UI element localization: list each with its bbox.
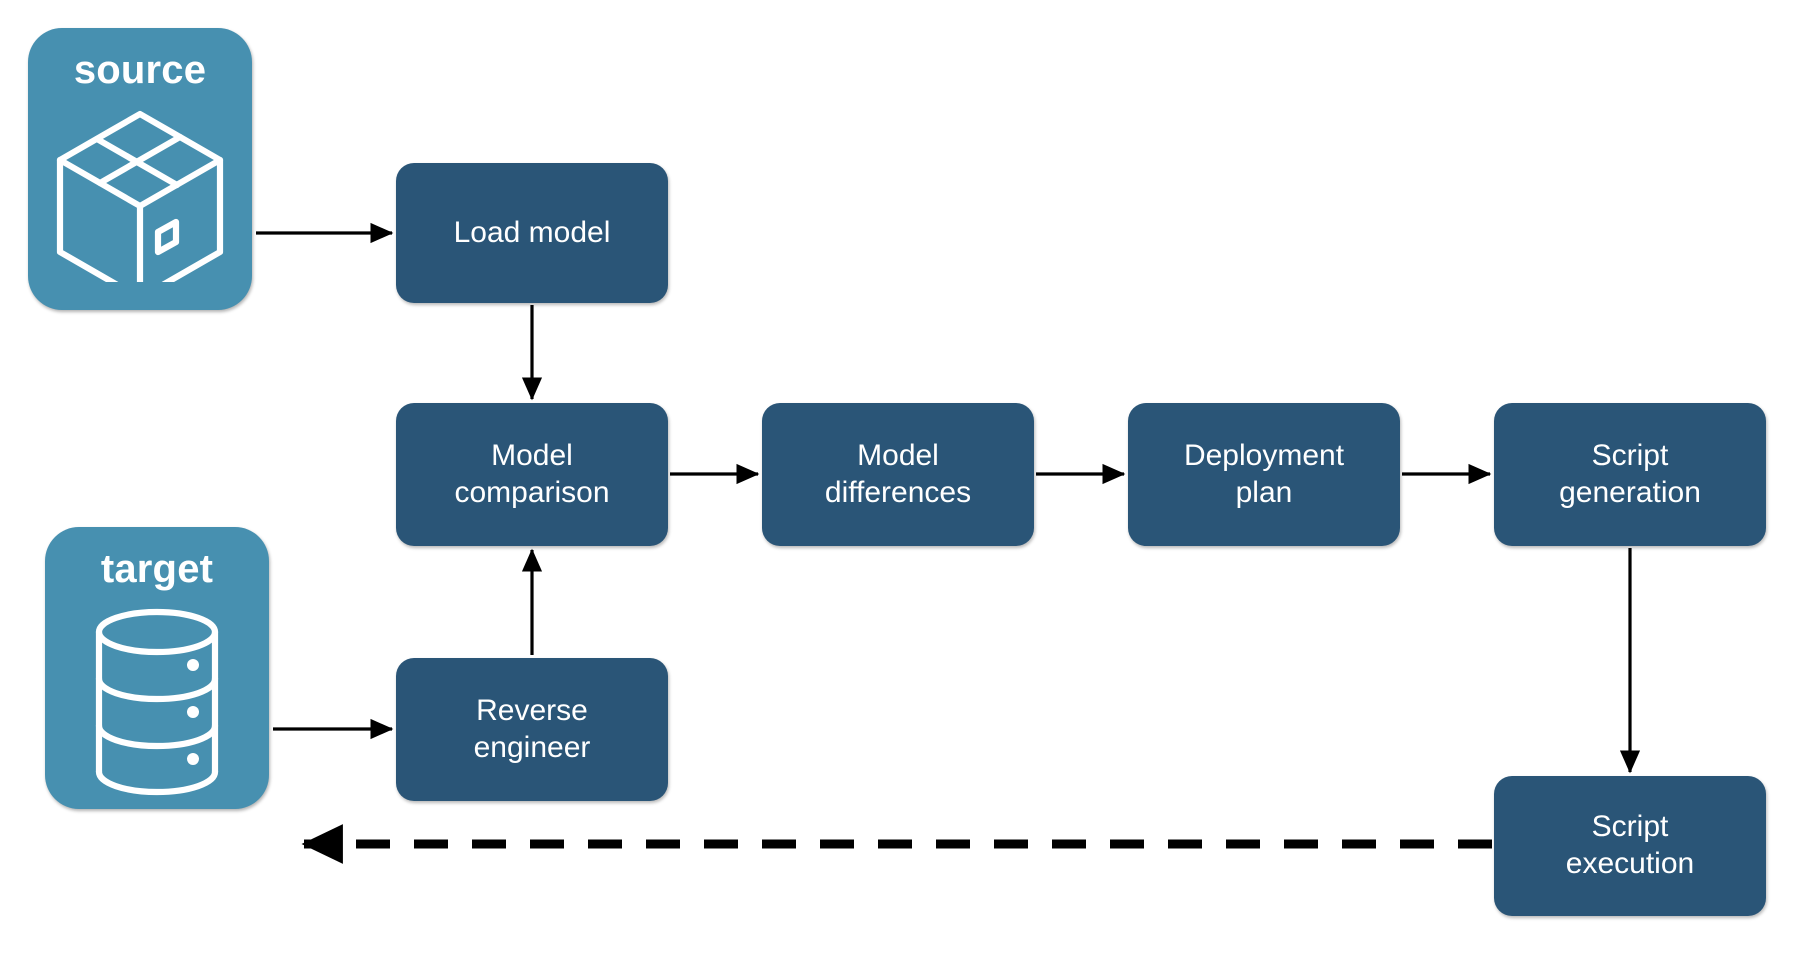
label-line-1: Model (857, 438, 939, 472)
process-box-label-deployment-plan: Deployment plan (1184, 438, 1344, 511)
label-line-2: comparison (454, 475, 610, 509)
label-line-2: engineer (473, 730, 591, 764)
endpoint-label-target: target (100, 547, 214, 591)
process-box-model-comparison[interactable]: Model comparison (396, 403, 668, 546)
endpoint-card-source[interactable]: source (28, 28, 252, 310)
label-line-2: generation (1559, 475, 1701, 509)
label-line-2: differences (824, 475, 972, 509)
label-line-2: execution (1565, 847, 1695, 880)
process-box-label-model-differences: Model differences (825, 438, 971, 511)
process-box-label-model-comparison: Model comparison (454, 438, 609, 511)
process-box-script-generation[interactable]: Script generation (1494, 403, 1766, 546)
process-box-load-model[interactable]: Load model (396, 163, 668, 303)
label-line-1: Script (1591, 810, 1669, 844)
process-box-script-execution[interactable]: Script execution (1494, 776, 1766, 916)
process-box-model-differences[interactable]: Model differences (762, 403, 1034, 546)
process-box-label-load-model: Load model (453, 215, 611, 249)
process-box-deployment-plan[interactable]: Deployment plan (1128, 403, 1400, 546)
database-cylinder-icon (95, 608, 219, 796)
package-box-icon (56, 110, 224, 282)
endpoint-label-source: source (73, 48, 207, 92)
process-box-reverse-engineer[interactable]: Reverse engineer (396, 658, 668, 801)
process-box-label-script-generation: Script generation (1559, 438, 1701, 511)
label-line-1: Script (1591, 438, 1669, 472)
label-line-1: Deployment (1183, 438, 1345, 472)
process-box-label-reverse-engineer: Reverse engineer (474, 693, 591, 766)
label-line-1: Reverse (476, 693, 588, 727)
endpoint-card-target[interactable]: target (45, 527, 269, 809)
label-line-2: plan (1235, 475, 1293, 509)
label-line-1: Model (491, 438, 573, 472)
process-box-label-script-execution: Script execution (1566, 809, 1694, 882)
